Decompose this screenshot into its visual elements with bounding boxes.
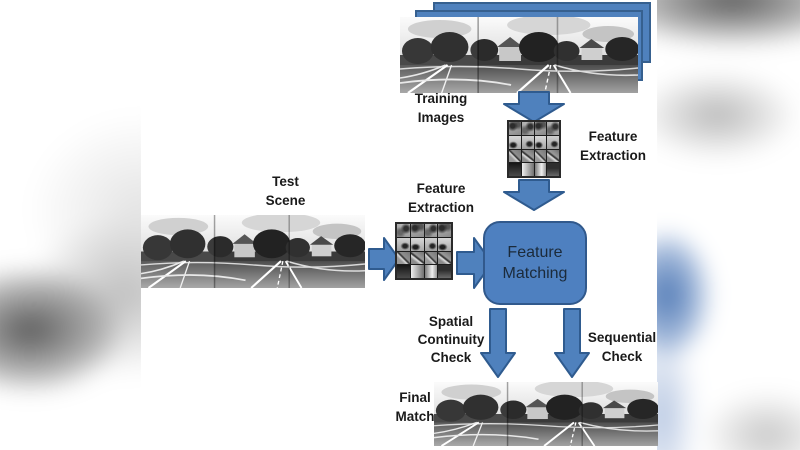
arrow-down-training-to-extraction-icon <box>503 91 565 123</box>
feature-matching-box: Feature Matching <box>483 221 587 305</box>
blurred-background-left <box>0 0 141 450</box>
final-match-panorama-image <box>434 382 658 446</box>
feature-extraction-left-label: Feature Extraction <box>407 181 475 215</box>
arrow-down-spatial-check-icon <box>480 308 516 378</box>
feature-patch-grid-left <box>395 222 453 280</box>
test-scene-label: Test Scene <box>265 174 306 208</box>
sequential-check-label: Sequential Check <box>587 330 657 364</box>
arrow-right-test-to-extraction-icon <box>368 237 400 281</box>
training-panorama-image <box>400 17 638 93</box>
feature-extraction-top-label: Feature Extraction <box>579 129 647 163</box>
final-match-label: Final Match <box>395 390 435 424</box>
test-scene-panorama-image <box>141 215 365 288</box>
training-images-label: Training Images <box>414 91 468 125</box>
spatial-continuity-check-label: Spatial Continuity Check <box>417 314 485 365</box>
feature-patch-grid-top <box>507 120 561 178</box>
blurred-background-right <box>657 0 800 450</box>
arrow-down-sequential-check-icon <box>554 308 590 378</box>
arrow-down-extraction-to-matching-icon <box>503 179 565 211</box>
